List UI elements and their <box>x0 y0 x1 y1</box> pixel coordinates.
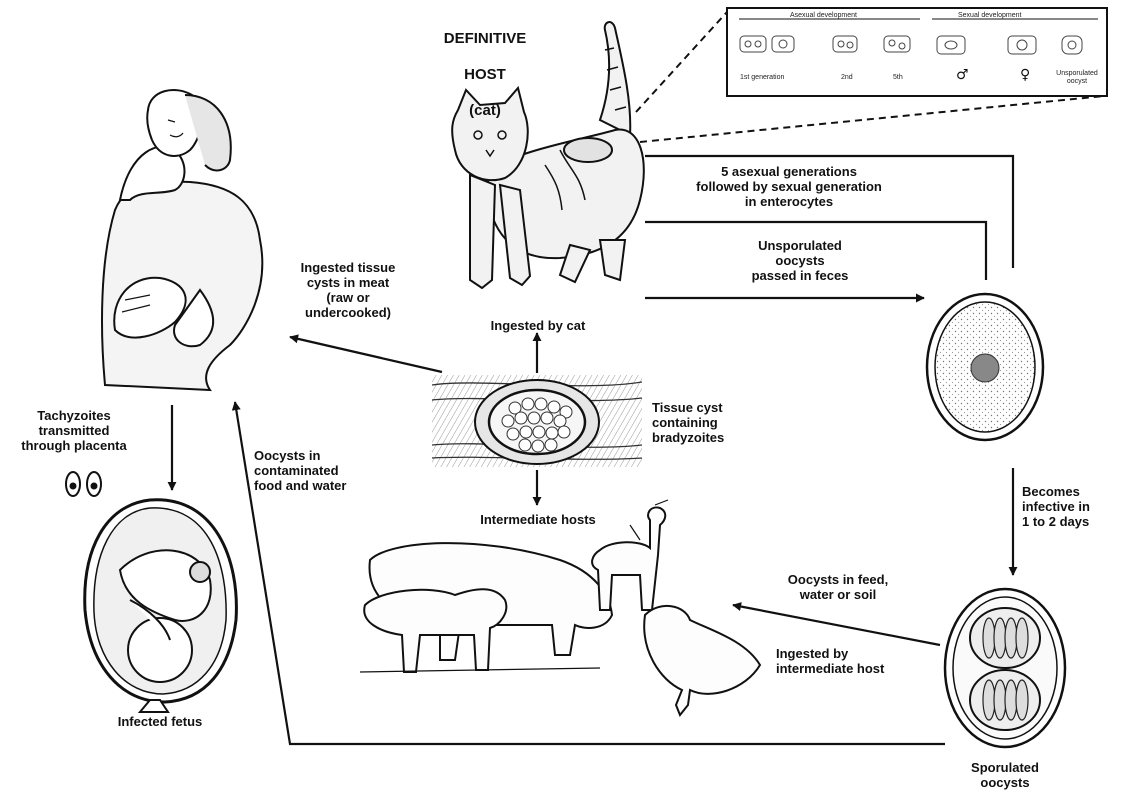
male-symbol: ♂ <box>956 68 969 82</box>
development-inset <box>727 8 1107 96</box>
ingested-tissue-cysts-label: Ingested tissue cysts in meat (raw or un… <box>282 260 414 320</box>
unsporulated-oocyst-illustration <box>927 294 1043 440</box>
tissue-cyst-label: Tissue cyst containing bradyzoites <box>652 400 764 445</box>
tissue-cyst-illustration <box>432 375 642 467</box>
pregnant-woman-illustration <box>102 90 262 390</box>
definitive-host-line2: HOST <box>464 66 506 83</box>
asexual-generations-label: 5 asexual generations followed by sexual… <box>676 164 902 209</box>
definitive-host-title: DEFINITIVE HOST (cat) <box>430 12 540 120</box>
intermediate-hosts-illustration <box>364 507 760 715</box>
female-symbol: ♀ <box>1020 68 1030 82</box>
tachyzoite-icon <box>66 472 101 496</box>
ingested-by-cat-label: Ingested by cat <box>468 318 608 333</box>
sporulated-oocyst-illustration <box>945 589 1065 747</box>
inset-asexual-label: Asexual development <box>790 12 857 20</box>
unsporulated-label: Unsporulated oocysts passed in feces <box>720 238 880 283</box>
definitive-host-line1: DEFINITIVE <box>444 30 527 47</box>
tachyzoites-label: Tachyzoites transmitted through placenta <box>6 408 142 453</box>
becomes-infective-label: Becomes infective in 1 to 2 days <box>1022 484 1122 529</box>
infected-fetus-label: Infected fetus <box>100 714 220 729</box>
sporulated-oocysts-label: Sporulated oocysts <box>950 760 1060 790</box>
definitive-host-line3: (cat) <box>469 102 501 119</box>
ingested-by-intermediate-label: Ingested by intermediate host <box>776 646 932 676</box>
oocysts-feed-label: Oocysts in feed, water or soil <box>770 572 906 602</box>
oocysts-contaminated-label: Oocysts in contaminated food and water <box>254 448 374 493</box>
inset-stage-5: 5th <box>893 74 903 82</box>
intermediate-hosts-label: Intermediate hosts <box>448 512 628 527</box>
inset-stage-1: 1st generation <box>740 74 784 82</box>
inset-sexual-label: Sexual development <box>958 12 1021 20</box>
inset-stage-2: 2nd <box>841 74 853 82</box>
infected-fetus-illustration <box>85 500 237 712</box>
inset-stage-unsporulated: Unsporulated oocyst <box>1054 70 1100 86</box>
